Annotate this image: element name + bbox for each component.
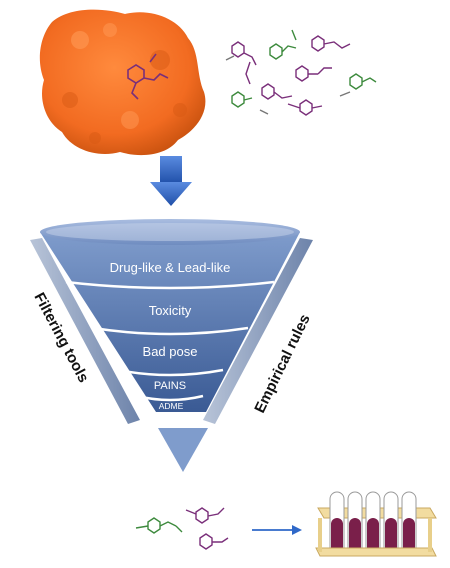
- right-arrow-icon: [252, 525, 302, 535]
- stage-drug-like-label: Drug-like & Lead-like: [110, 260, 231, 275]
- protein-surface-icon: [39, 9, 206, 156]
- right-filter-band: [203, 238, 313, 424]
- down-arrow-icon: [150, 156, 192, 206]
- test-tube-rack-icon: [315, 491, 437, 557]
- hit-molecules-icon: [135, 507, 229, 550]
- stage-pains-label: PAINS: [154, 380, 186, 392]
- stage-bad-pose-label: Bad pose: [143, 344, 198, 359]
- ligand-library-icon: [225, 29, 377, 116]
- funnel: [40, 219, 300, 472]
- stage-toxicity-label: Toxicity: [149, 303, 192, 318]
- stage-adme-label: ADME: [159, 401, 184, 411]
- left-filter-band: [30, 238, 140, 424]
